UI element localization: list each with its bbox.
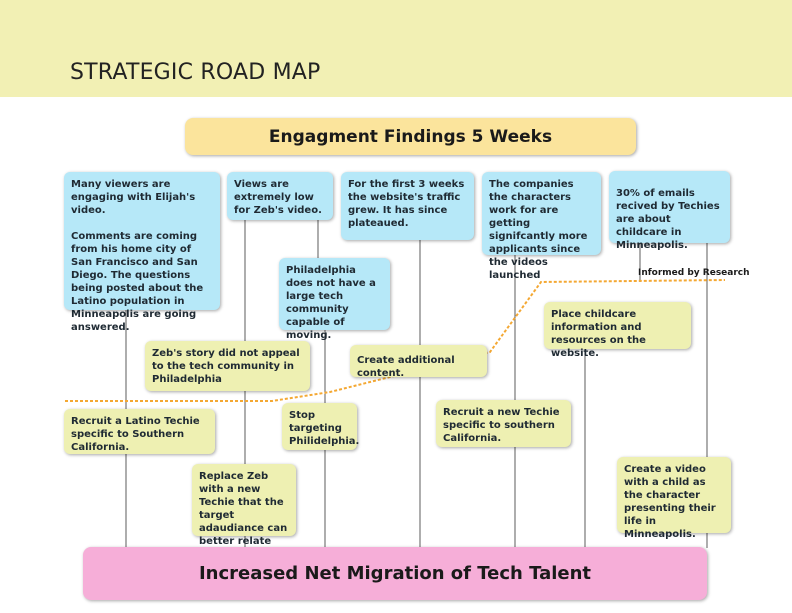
finding-box: For the first 3 weeks the website's traf… — [341, 172, 474, 240]
threshold-line — [65, 279, 726, 402]
action-box: Stop targeting Philidelphia. — [282, 403, 359, 450]
finding-box: Many viewers are engaging with Elijah's … — [64, 172, 220, 333]
action-box: Create a video with a child as the chara… — [617, 457, 731, 540]
action-box: Recruit a new Techie specific to souther… — [436, 400, 571, 447]
finding-text: 30% of emails recived by Techies are abo… — [616, 188, 720, 251]
finding-text: Views are extremely low for Zeb's video. — [234, 179, 322, 216]
finding-box: Philadelphia does not have a large tech … — [279, 258, 390, 341]
finding-text: Comments are coming from his home city o… — [71, 231, 204, 333]
finding-text: Philadelphia does not have a large tech … — [286, 265, 376, 341]
finding-text: Many viewers are engaging with Elijah's … — [71, 179, 196, 216]
finding-box: Views are extremely low for Zeb's video. — [227, 172, 333, 220]
finding-text: For the first 3 weeks the website's traf… — [348, 179, 465, 229]
action-box: Recruit a Latino Techie specific to Sout… — [64, 409, 215, 454]
action-box: Place childcare information and resource… — [544, 302, 691, 359]
header-band: STRATEGIC ROAD MAP — [0, 0, 792, 97]
action-box: Create additional content. — [350, 345, 487, 379]
finding-box: The companies the characters work for ar… — [482, 172, 601, 281]
action-box: Replace Zeb with a new Techie that the t… — [192, 464, 296, 560]
threshold-label: Informed by Research — [638, 268, 750, 278]
page-title: STRATEGIC ROAD MAP — [70, 60, 321, 85]
bottom-banner: Increased Net Migration of Tech Talent — [83, 547, 707, 600]
action-box: Zeb's story did not appeal to the tech c… — [145, 341, 310, 391]
finding-box: 30% of emails recived by Techies are abo… — [609, 171, 730, 251]
finding-text: The companies the characters work for ar… — [489, 179, 588, 281]
top-banner: Engagment Findings 5 Weeks — [185, 118, 636, 155]
